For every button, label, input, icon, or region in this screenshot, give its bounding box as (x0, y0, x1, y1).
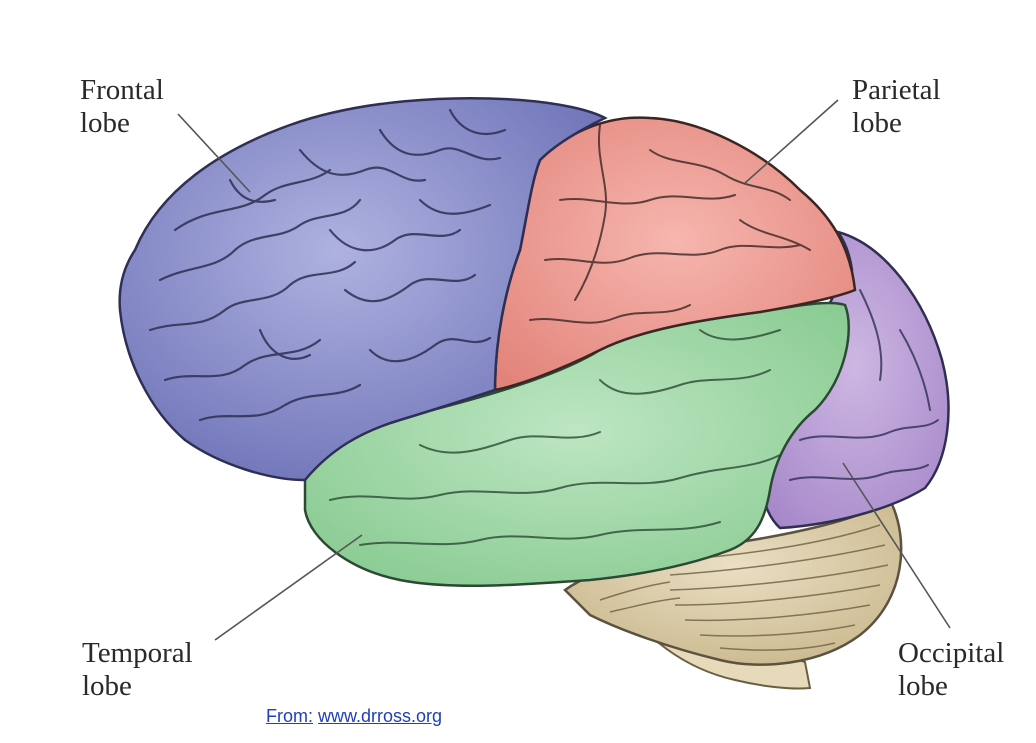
parietal-label-line1: Parietal (852, 74, 941, 106)
parietal-sulci (529, 124, 811, 324)
frontal-label-line1: Frontal (80, 74, 164, 106)
occipital-lobe-label: Occipital lobe (898, 637, 1004, 703)
frontal-sulci (148, 108, 507, 422)
temporal-label-line2: lobe (82, 670, 132, 702)
parietal-lobe-label: Parietal lobe (852, 74, 941, 140)
occipital-leader (842, 462, 951, 629)
source-credit-link[interactable]: www.drross.org (318, 706, 443, 726)
occipital-label-line2: lobe (898, 670, 948, 702)
frontal-leader (177, 113, 251, 193)
temporal-sulci (329, 329, 781, 546)
frontal-label-line2: lobe (80, 107, 130, 139)
parietal-leader (744, 99, 839, 184)
source-credit-prefix[interactable]: From: (266, 706, 313, 726)
temporal-lobe-label: Temporal lobe (82, 637, 193, 703)
temporal-label-line1: Temporal (82, 637, 193, 669)
source-credit: From: www.drross.org (266, 706, 442, 727)
occipital-sulci (789, 289, 939, 481)
leader-lines (177, 99, 951, 641)
frontal-lobe-label: Frontal lobe (80, 74, 164, 140)
cerebellum (563, 498, 903, 666)
temporal-lobe (303, 301, 850, 588)
parietal-label-line2: lobe (852, 107, 902, 139)
occipital-label-line1: Occipital (898, 637, 1005, 669)
temporal-leader (214, 534, 363, 641)
